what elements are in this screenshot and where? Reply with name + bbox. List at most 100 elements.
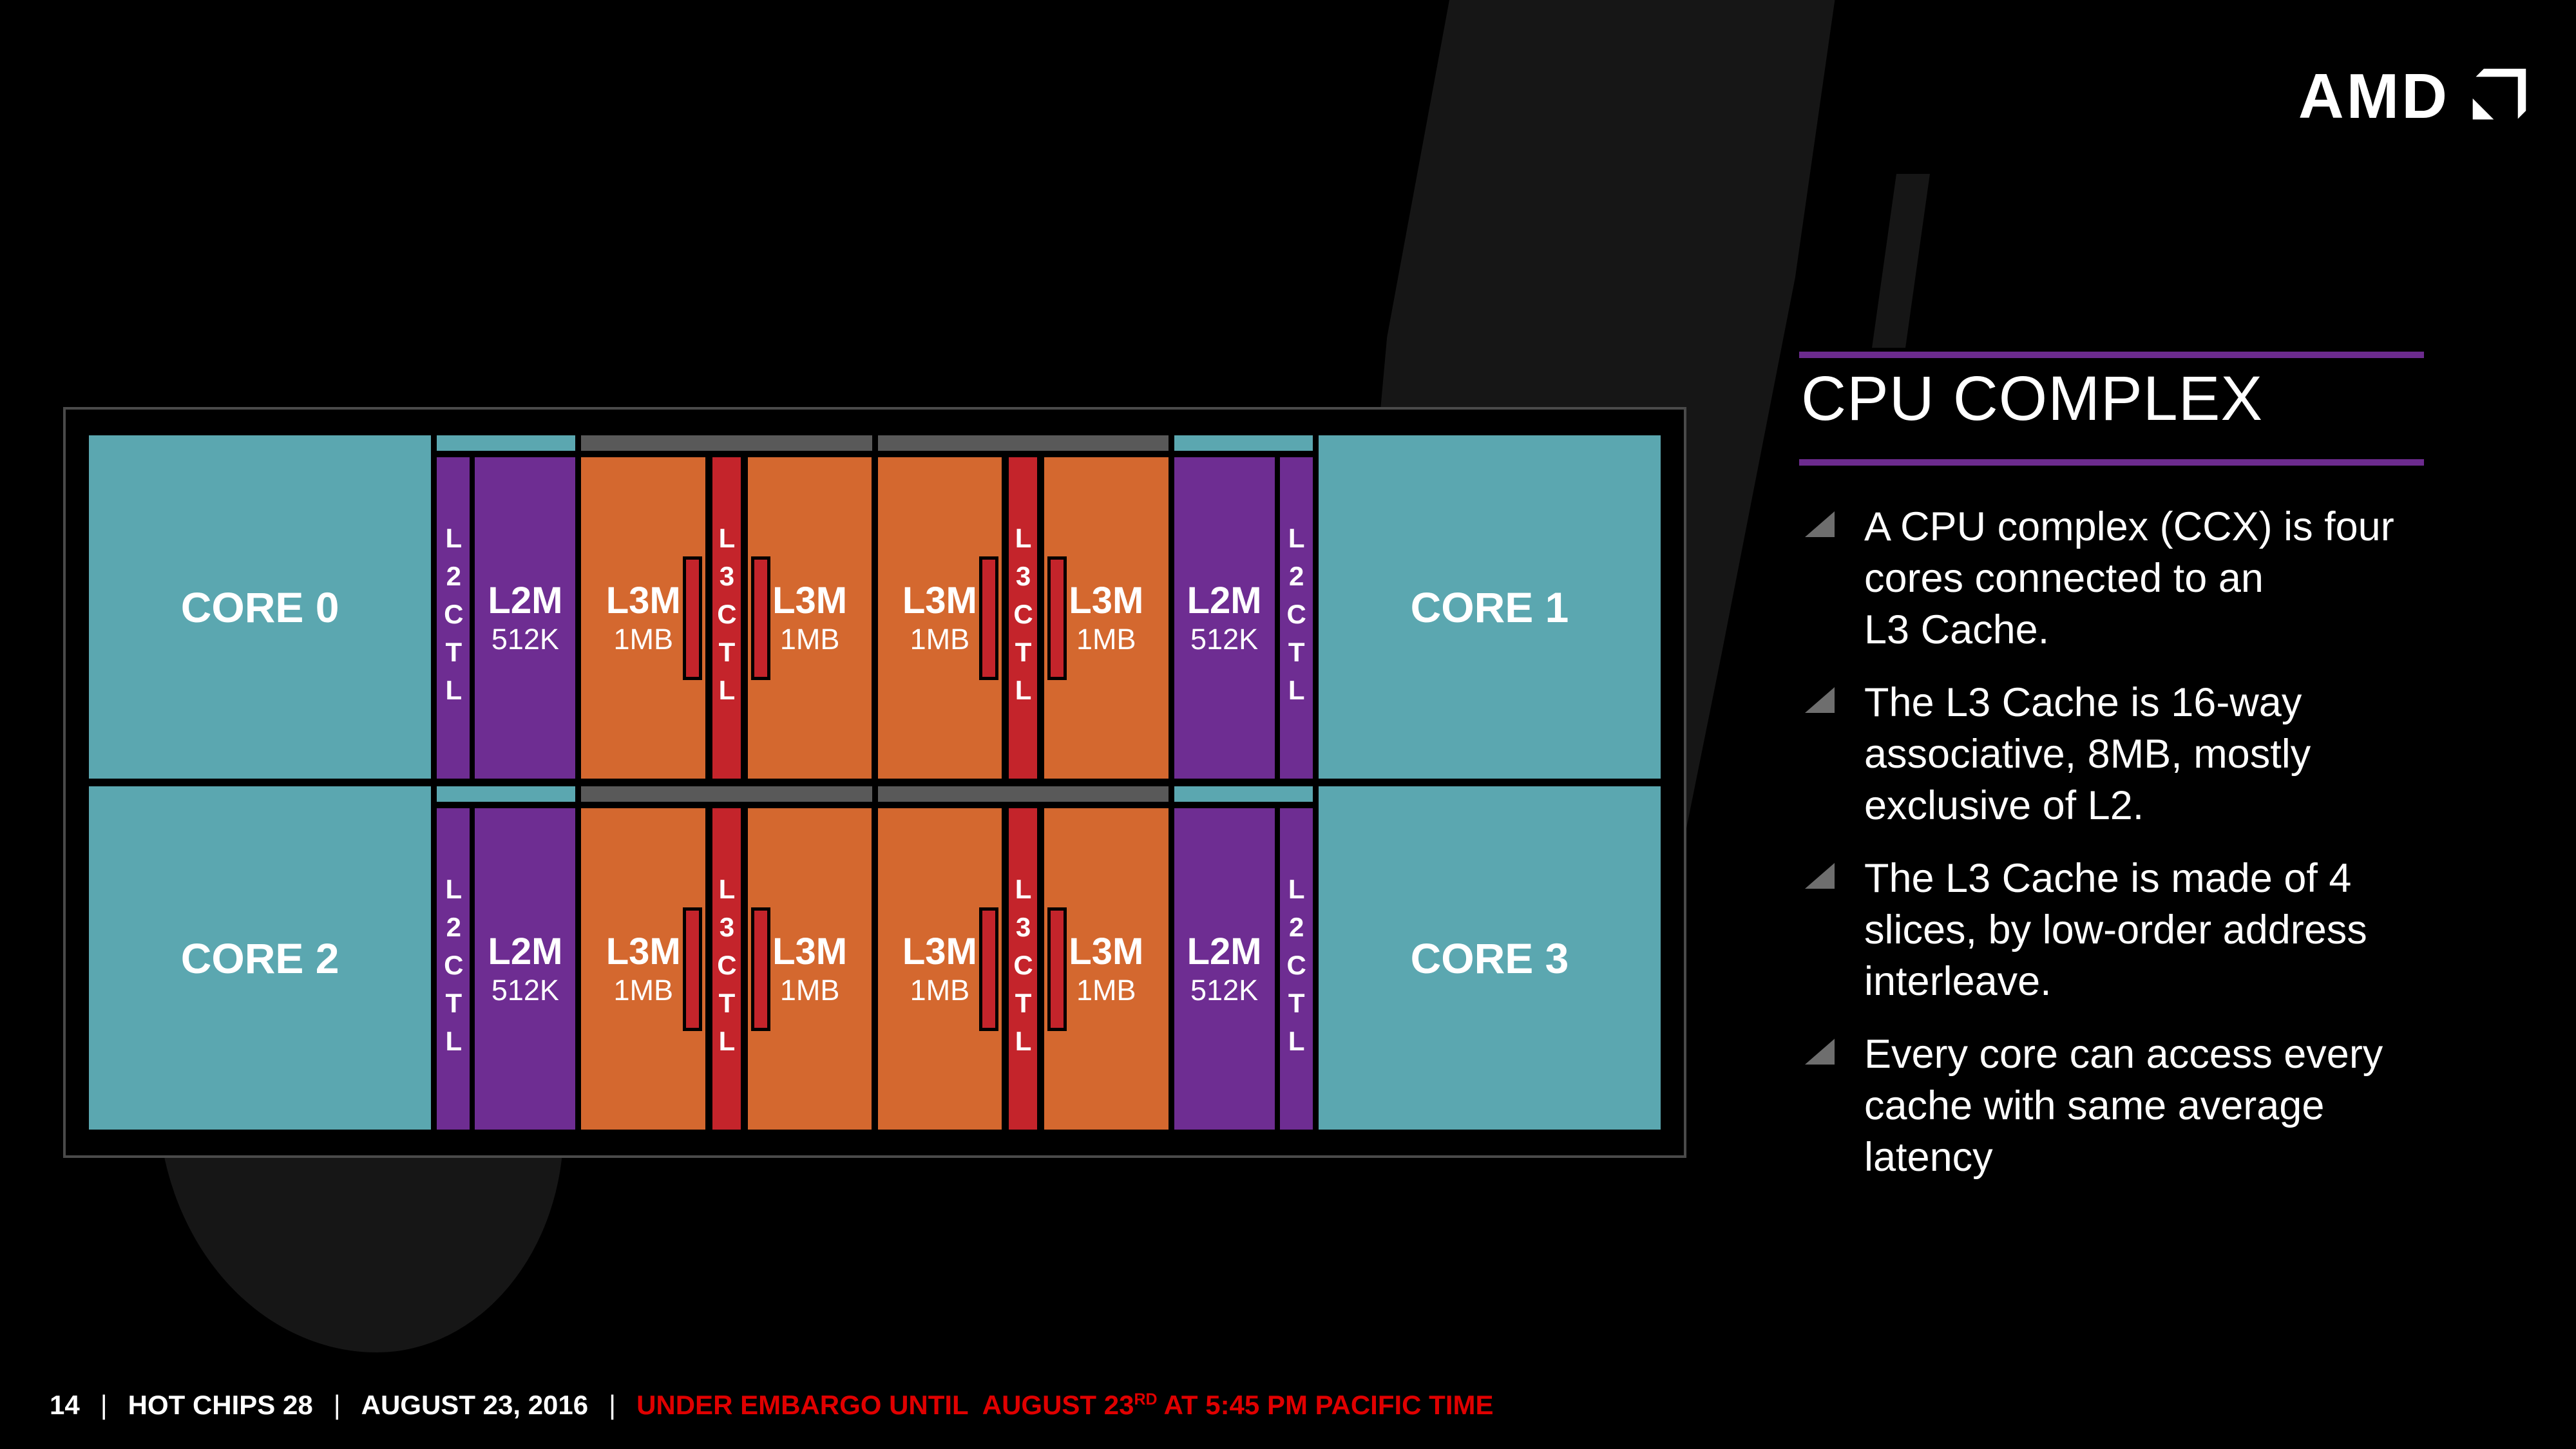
l2-group-right: L2M 512K L2CTL [1174,786,1313,1130]
l3m-size-label: 1MB [910,623,970,656]
l3ctl-block: L3CTL [979,808,1067,1130]
footer-separator: | [609,1390,616,1420]
amd-arrow-icon [2472,68,2526,120]
l3m-size-label: 1MB [910,974,970,1007]
slide-footer: 14 | HOT CHIPS 28 | AUGUST 23, 2016 | UN… [50,1390,1494,1421]
l2m-size-label: 512K [491,974,559,1007]
l2-teal-strip [437,435,576,451]
l2m-label: L2M [488,580,563,621]
bullet-text: The L3 Cache is 16-way associative, 8MB,… [1864,680,2311,828]
ccx-row-top: CORE 0 L2CTL L2M 512K L3 [89,435,1661,779]
amd-logo-text: AMD [2298,61,2450,131]
title-rule-bottom [1799,459,2424,466]
page-title: CPU COMPLEX [1801,363,2264,433]
bullet-item: The L3 Cache is 16-way associative, 8MB,… [1804,677,2422,831]
l3ctl-block: L3CTL [683,457,770,779]
footer-separator: | [333,1390,341,1420]
amd-logo: AMD [2298,64,2530,128]
embargo-tail: AT 5:45 PM PACIFIC TIME [1157,1390,1494,1420]
l2-group-left: L2CTL L2M 512K [437,786,576,1130]
l3m-label: L3M [1069,931,1144,972]
l2ctl-label: L2CTL [1281,523,1312,713]
l2m-block: L2M 512K [1174,457,1275,779]
l2-teal-strip [437,786,576,802]
core-3-block: CORE 3 [1318,786,1661,1130]
l3ctl-label: L3CTL [1008,874,1039,1064]
core-0-label: CORE 0 [180,583,339,631]
bullet-text: Every core can access every cache with s… [1864,1032,2383,1180]
l3ctl-notch-left [683,556,703,680]
bullet-item: Every core can access every cache with s… [1804,1028,2422,1183]
core-2-label: CORE 2 [180,934,339,982]
l3ctl-label: L3CTL [711,523,742,713]
l3ctl-notch-right [750,556,770,680]
l2-group-left: L2CTL L2M 512K [437,435,576,779]
l2m-block: L2M 512K [475,457,576,779]
l3m-label: L3M [1069,580,1144,621]
page-number: 14 [50,1390,80,1420]
ccx-diagram: CORE 0 L2CTL L2M 512K L3 [63,407,1686,1158]
l2ctl-block: L2CTL [437,457,470,779]
l2ctl-block: L2CTL [1279,808,1313,1130]
l3-slice-group: L3M 1MB L3CTL L3M 1MB [581,435,872,779]
l3ctl-notch-right [1047,907,1067,1031]
l3ctl-label: L3CTL [1008,523,1039,713]
l3m-size-label: 1MB [779,974,840,1007]
bullet-item: The L3 Cache is made of 4 slices, by low… [1804,853,2422,1007]
bullet-triangle-icon [1805,863,1835,889]
l3ctl-notch-right [1047,556,1067,680]
l2m-block: L2M 512K [475,808,576,1130]
embargo-superscript: RD [1134,1390,1158,1408]
l2ctl-label: L2CTL [1281,874,1312,1064]
l3m-block: L3M 1MB [581,457,706,779]
bullet-triangle-icon [1805,511,1835,537]
embargo-notice: UNDER EMBARGO UNTIL AUGUST 23RD AT 5:45 … [636,1390,1493,1421]
l3m-label: L3M [772,580,848,621]
l3-slice-group: L3M 1MB L3CTL L3M 1MB [877,786,1169,1130]
footer-event: HOT CHIPS 28 [128,1390,313,1420]
l2ctl-block: L2CTL [437,808,470,1130]
bullet-list: A CPU complex (CCX) is four cores connec… [1804,501,2422,1204]
l3-gray-strip [877,435,1169,451]
l3ctl-block: L3CTL [979,457,1067,779]
l2ctl-label: L2CTL [438,874,469,1064]
l3-slice-group: L3M 1MB L3CTL L3M 1MB [581,786,872,1130]
core-1-block: CORE 1 [1318,435,1661,779]
l3ctl-notch-right [750,907,770,1031]
l3m-size-label: 1MB [613,974,673,1007]
l3m-size-label: 1MB [1076,623,1136,656]
l2m-size-label: 512K [1190,974,1259,1007]
l3-gray-strip [877,786,1169,802]
l2m-block: L2M 512K [1174,808,1275,1130]
bullet-text: A CPU complex (CCX) is four cores connec… [1864,504,2394,652]
l3m-size-label: 1MB [613,623,673,656]
l3m-label: L3M [606,580,681,621]
l3m-block: L3M 1MB [1044,808,1169,1130]
l2m-size-label: 512K [1190,623,1259,656]
l2m-size-label: 512K [491,623,559,656]
ccx-row-bottom: CORE 2 L2CTL L2M 512K L3 [89,786,1661,1130]
title-rule-top [1799,352,2424,358]
bullet-item: A CPU complex (CCX) is four cores connec… [1804,501,2422,656]
l3m-label: L3M [902,931,977,972]
core-2-block: CORE 2 [89,786,432,1130]
l2-teal-strip [1174,435,1313,451]
l2ctl-label: L2CTL [438,523,469,713]
l3m-label: L3M [772,931,848,972]
bullet-triangle-icon [1805,687,1835,713]
l3m-size-label: 1MB [1076,974,1136,1007]
l3ctl-notch-left [979,556,999,680]
l2-teal-strip [1174,786,1313,802]
background-watermark-sliver [1872,174,1930,348]
l3-slice-group: L3M 1MB L3CTL L3M 1MB [877,435,1169,779]
bullet-triangle-icon [1805,1039,1835,1065]
l3m-size-label: 1MB [779,623,840,656]
footer-separator: | [100,1390,108,1420]
l3m-label: L3M [606,931,681,972]
l3-gray-strip [581,435,872,451]
core-0-block: CORE 0 [89,435,432,779]
footer-date: AUGUST 23, 2016 [361,1390,589,1420]
bullet-text: The L3 Cache is made of 4 slices, by low… [1864,856,2367,1004]
l3ctl-notch-left [683,907,703,1031]
